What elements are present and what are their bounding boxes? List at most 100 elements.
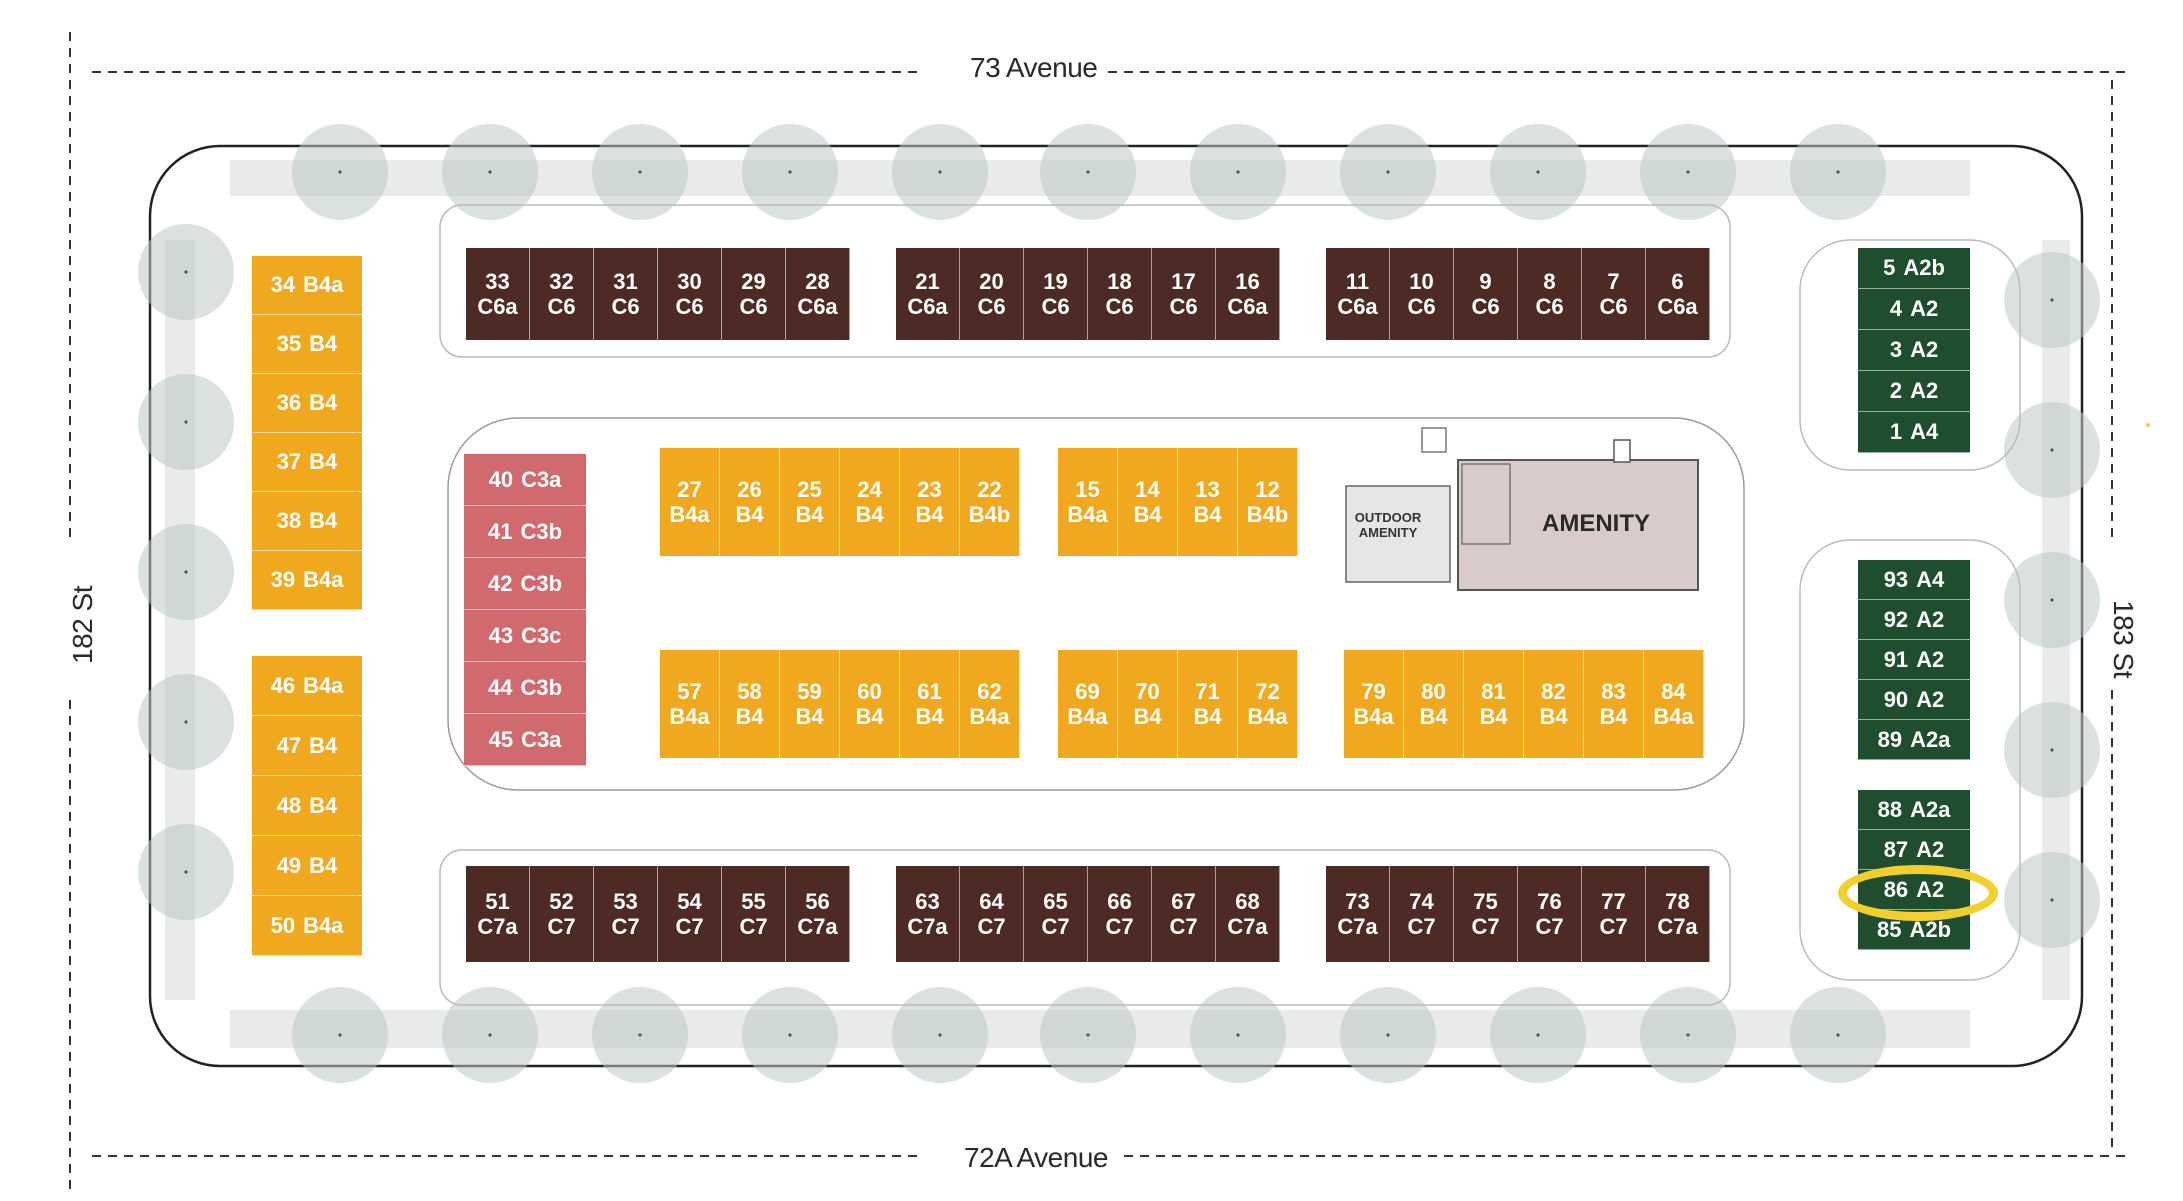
unit-type: B4a xyxy=(669,502,710,527)
unit-type: B4a xyxy=(1067,502,1108,527)
unit-type: C3a xyxy=(521,466,562,492)
unit-type: A2b xyxy=(1903,255,1945,281)
unit-number: 90 xyxy=(1883,686,1909,712)
unit-type: C6 xyxy=(1471,294,1500,319)
unit-type: B4a xyxy=(303,672,344,698)
